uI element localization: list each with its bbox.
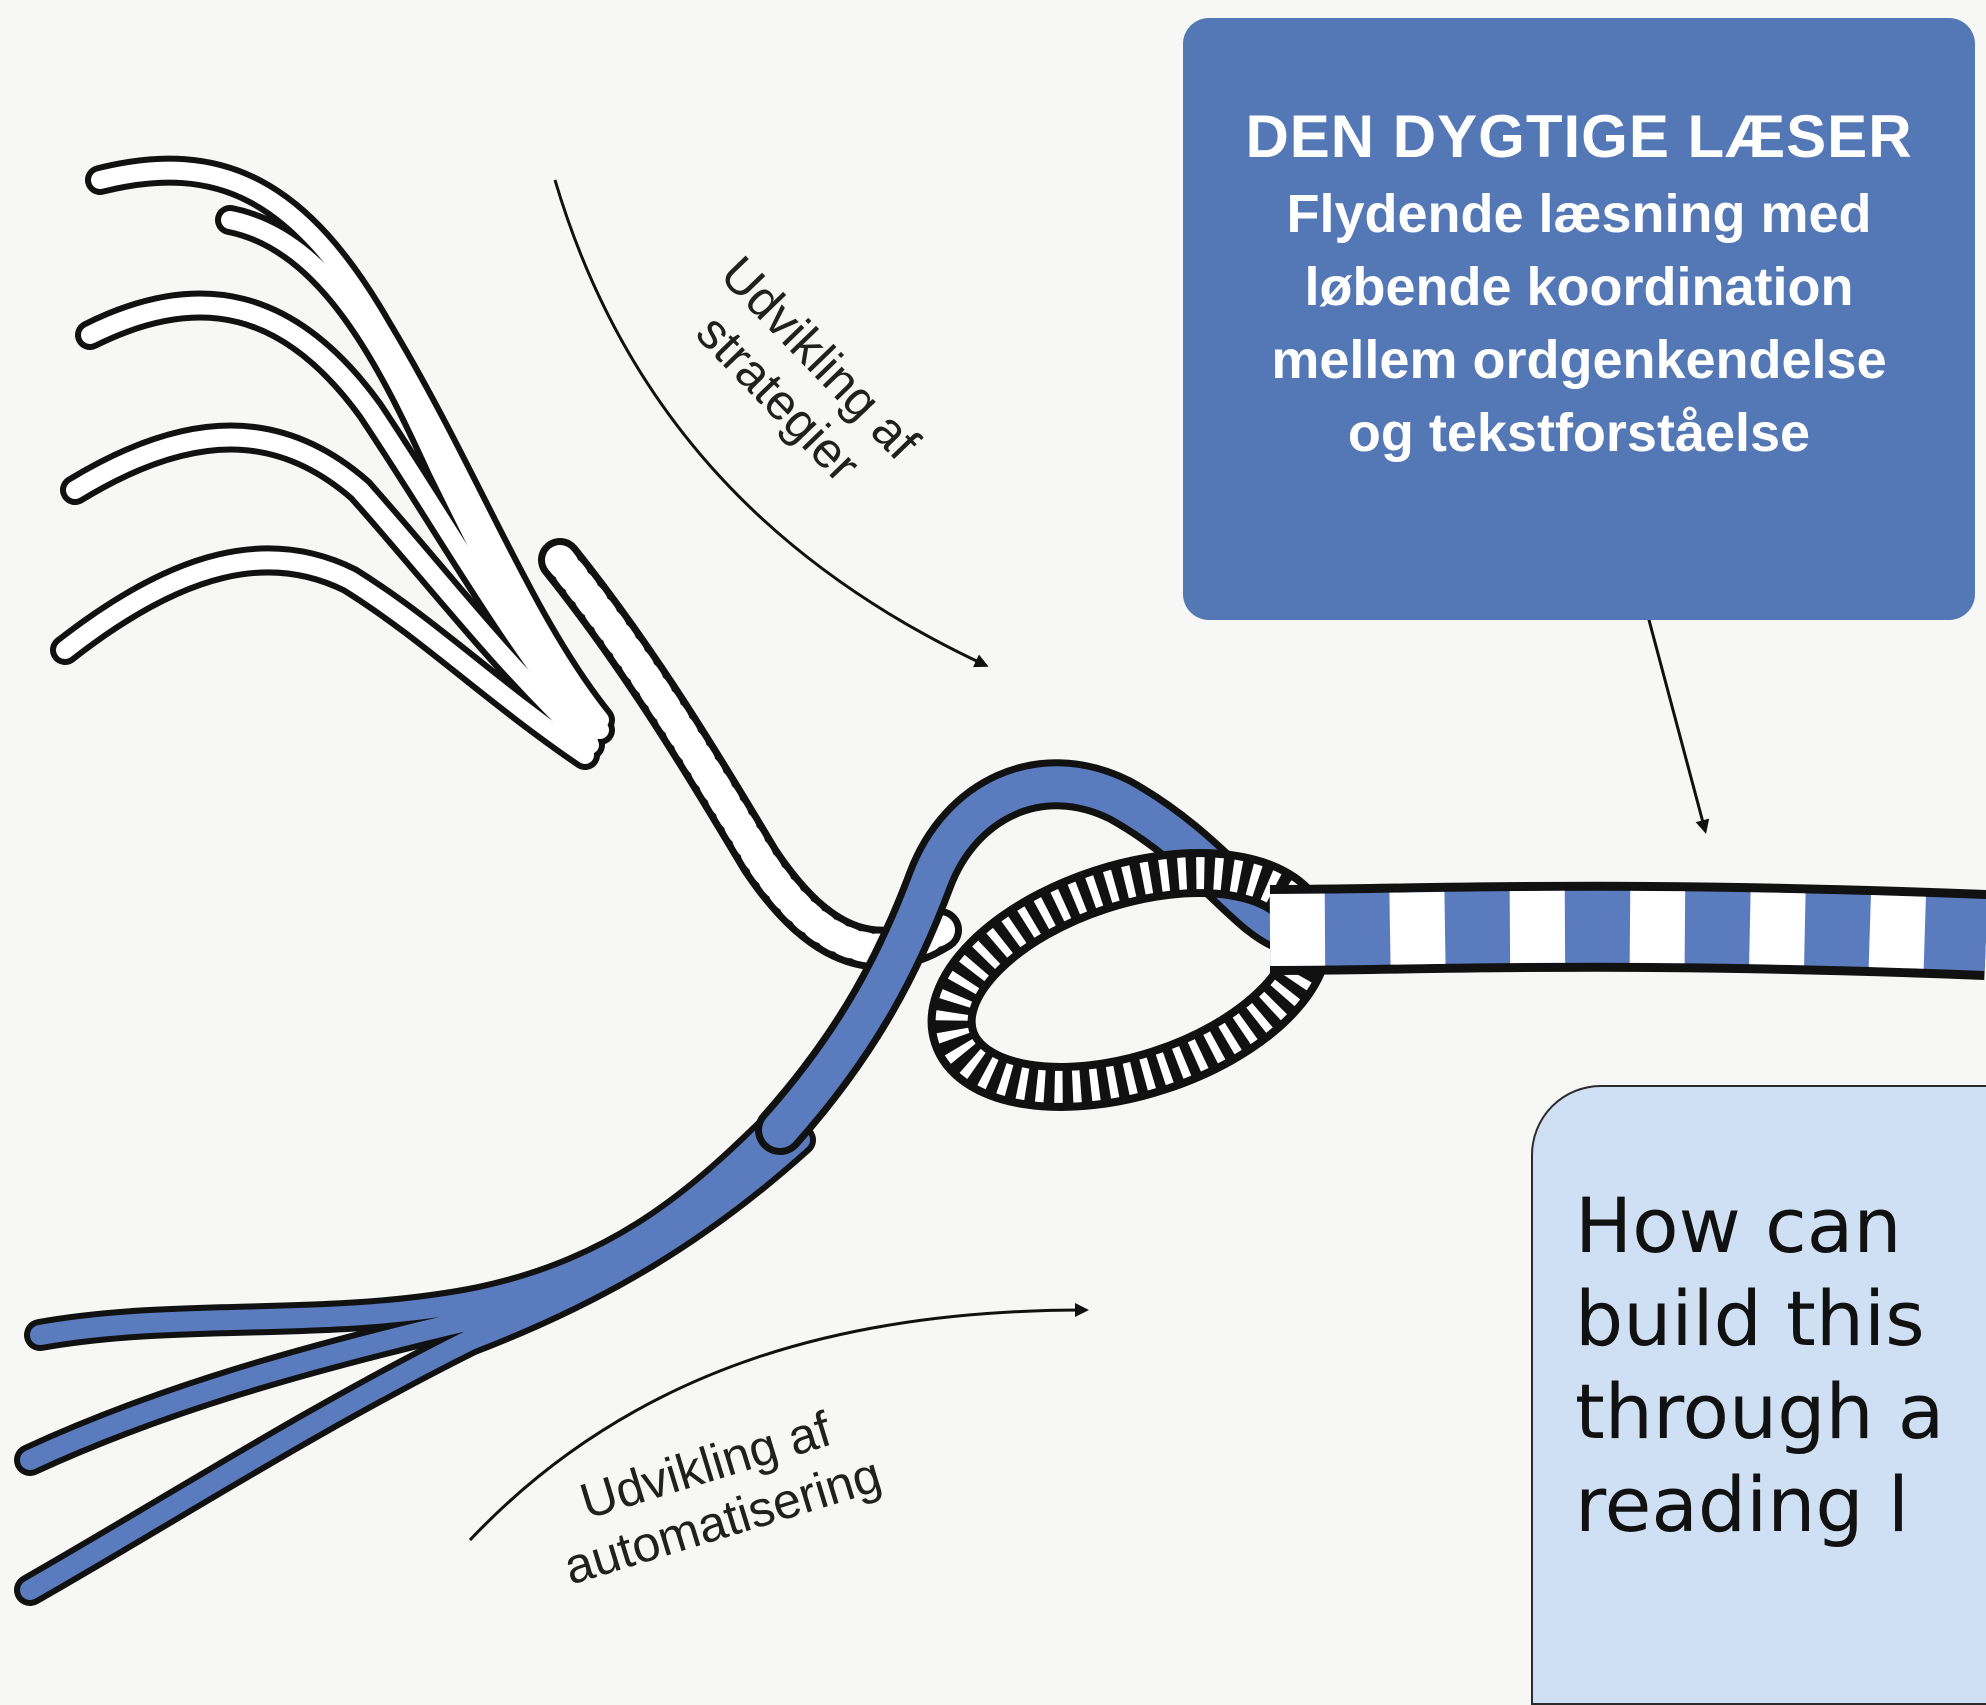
question-box: How can build this through a reading l [1531, 1085, 1986, 1705]
callout-arrow [1645, 605, 1705, 830]
braided-rope [925, 832, 1986, 1127]
callout-headline: DEN DYGTIGE LÆSER [1183, 96, 1975, 178]
skilled-reader-callout: DEN DYGTIGE LÆSER Flydende læsning med l… [1183, 18, 1975, 620]
callout-body: Flydende læsning med løbende koordinatio… [1183, 178, 1975, 470]
